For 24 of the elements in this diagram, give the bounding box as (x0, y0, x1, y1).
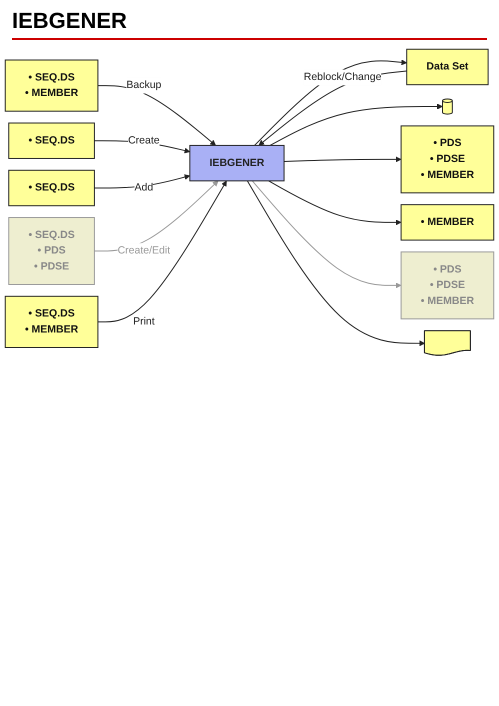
edge-label: Create/Edit (118, 245, 170, 256)
arrow (246, 180, 426, 346)
edge-label: Backup (126, 80, 162, 91)
node-cylinder (442, 98, 453, 115)
edge-label: Add (134, 182, 154, 194)
node-box: • SEQ.DS • PDS • PDSE (8, 217, 95, 285)
edge-label: Print (133, 316, 155, 328)
edge-label: Reblock/Change (304, 72, 382, 83)
node-box: • PDS • PDSE • MEMBER (400, 125, 494, 194)
node-box: IEBGENER (189, 144, 285, 182)
arrow (284, 156, 402, 162)
node-box: • SEQ.DS • MEMBER (4, 296, 98, 348)
node-box: • SEQ.DS • MEMBER (4, 60, 98, 112)
arrow (252, 180, 402, 288)
arrow (270, 104, 443, 146)
node-box: • MEMBER (400, 204, 494, 241)
node-box: • PDS • PDSE • MEMBER (400, 251, 494, 320)
title: IEBGENER (12, 8, 487, 40)
edge-label: Create (128, 134, 160, 146)
node-box: • SEQ.DS (8, 170, 95, 206)
node-box: • SEQ.DS (8, 122, 95, 159)
node-box: Data Set (406, 48, 489, 86)
arrow (268, 180, 402, 226)
arrow (97, 180, 227, 322)
